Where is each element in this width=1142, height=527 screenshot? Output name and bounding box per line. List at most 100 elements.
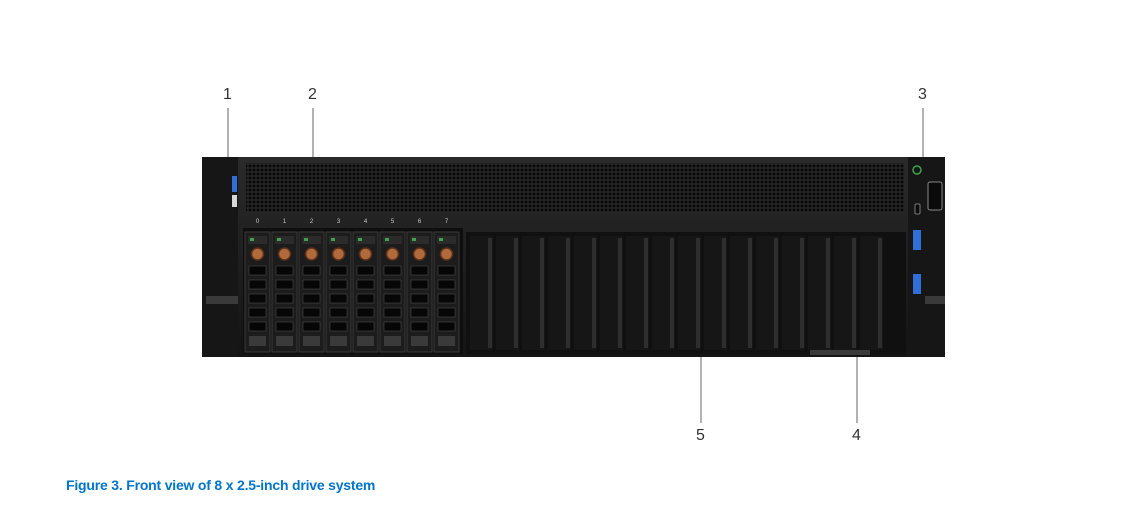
drive-release-button — [304, 247, 319, 261]
drive-vent-hole — [437, 321, 456, 332]
drive-release-button — [385, 247, 400, 261]
slot-filler-edge — [566, 238, 570, 348]
drive-vent-hole — [383, 265, 402, 276]
slot-filler-edge — [488, 238, 492, 348]
drive-led-bar — [329, 236, 348, 244]
drive-vent-hole — [275, 293, 294, 304]
drive-vent-hole — [356, 279, 375, 290]
slot-filler-plate — [730, 236, 753, 350]
status-indicator-blue — [232, 176, 237, 192]
slot-filler-edge — [852, 238, 856, 348]
drive-vent-hole — [275, 321, 294, 332]
drive-bay — [244, 231, 271, 353]
drive-bay-number: 1 — [283, 219, 287, 225]
slot-filler-edge — [696, 238, 700, 348]
slot-filler-plate — [860, 236, 883, 350]
drive-vent-hole — [410, 321, 429, 332]
drive-vent-hole — [302, 307, 321, 318]
drive-bay-number: 7 — [445, 219, 449, 225]
figure-caption: Figure 3. Front view of 8 x 2.5-inch dri… — [66, 477, 376, 493]
drive-activity-led — [250, 238, 254, 241]
drive-vent-hole — [329, 265, 348, 276]
slot-filler-edge — [644, 238, 648, 348]
drive-vent-hole — [410, 293, 429, 304]
drive-activity-led — [412, 238, 416, 241]
drive-vent-hole — [329, 321, 348, 332]
drive-vent-hole — [302, 293, 321, 304]
drive-vent-hole — [356, 307, 375, 318]
slot-filler-edge — [878, 238, 882, 348]
slot-filler-edge — [540, 238, 544, 348]
usb-port-1 — [913, 230, 921, 250]
drive-label — [438, 336, 455, 346]
drive-led-bar — [437, 236, 456, 244]
drive-led-bar — [248, 236, 267, 244]
slot-filler-plate — [652, 236, 675, 350]
drive-activity-led — [304, 238, 308, 241]
drive-vent-hole — [383, 307, 402, 318]
right-rack-ear-highlight — [925, 296, 945, 304]
drive-release-button — [412, 247, 427, 261]
drive-vent-hole — [302, 279, 321, 290]
drive-vent-hole — [437, 279, 456, 290]
drive-vent-hole — [302, 321, 321, 332]
drive-bay — [271, 231, 298, 353]
slot-filler-edge — [670, 238, 674, 348]
drive-vent-hole — [329, 279, 348, 290]
drive-vent-hole — [248, 321, 267, 332]
drive-label — [357, 336, 374, 346]
slot-filler-plate — [678, 236, 701, 350]
drive-vent-hole — [410, 265, 429, 276]
drive-vent-hole — [329, 307, 348, 318]
power-button-icon — [912, 165, 922, 175]
callout-4: 4 — [852, 427, 861, 444]
slot-filler-edge — [618, 238, 622, 348]
drive-bay — [352, 231, 379, 353]
slot-filler-plate — [756, 236, 779, 350]
callout-3: 3 — [918, 86, 927, 103]
drive-vent-hole — [410, 307, 429, 318]
drive-vent-hole — [275, 265, 294, 276]
slot-filler-plate — [834, 236, 857, 350]
drive-led-bar — [410, 236, 429, 244]
drive-vent-hole — [437, 307, 456, 318]
slot-filler-edge — [722, 238, 726, 348]
usb-port-2 — [913, 274, 921, 294]
drive-activity-led — [331, 238, 335, 241]
drive-vent-hole — [275, 279, 294, 290]
slot-filler-plate — [704, 236, 727, 350]
drive-vent-hole — [329, 293, 348, 304]
drive-label — [303, 336, 320, 346]
drive-vent-hole — [302, 265, 321, 276]
status-indicator-white — [232, 195, 237, 207]
slot-filler-edge — [826, 238, 830, 348]
drive-vent-hole — [356, 321, 375, 332]
drive-release-button — [277, 247, 292, 261]
drive-led-bar — [275, 236, 294, 244]
slot-filler-plate — [782, 236, 805, 350]
left-rack-ear-highlight — [206, 296, 240, 304]
slot-filler-plate — [470, 236, 493, 350]
callout-2: 2 — [308, 86, 317, 103]
drive-vent-hole — [248, 293, 267, 304]
slot-filler-plate — [808, 236, 831, 350]
drive-bay-number: 2 — [310, 219, 314, 225]
vga-port — [927, 181, 943, 211]
drive-bay-number: 3 — [337, 219, 341, 225]
drive-activity-led — [358, 238, 362, 241]
drive-vent-hole — [383, 293, 402, 304]
slot-filler-plate — [574, 236, 597, 350]
slot-filler-edge — [592, 238, 596, 348]
drive-activity-led — [385, 238, 389, 241]
expansion-slot-fillers — [470, 236, 883, 350]
drive-label — [249, 336, 266, 346]
slot-filler-edge — [514, 238, 518, 348]
drive-vent-hole — [383, 279, 402, 290]
drive-vent-hole — [437, 265, 456, 276]
drive-bay — [298, 231, 325, 353]
drive-vent-hole — [248, 279, 267, 290]
drive-vent-hole — [410, 279, 429, 290]
drive-release-button — [439, 247, 454, 261]
